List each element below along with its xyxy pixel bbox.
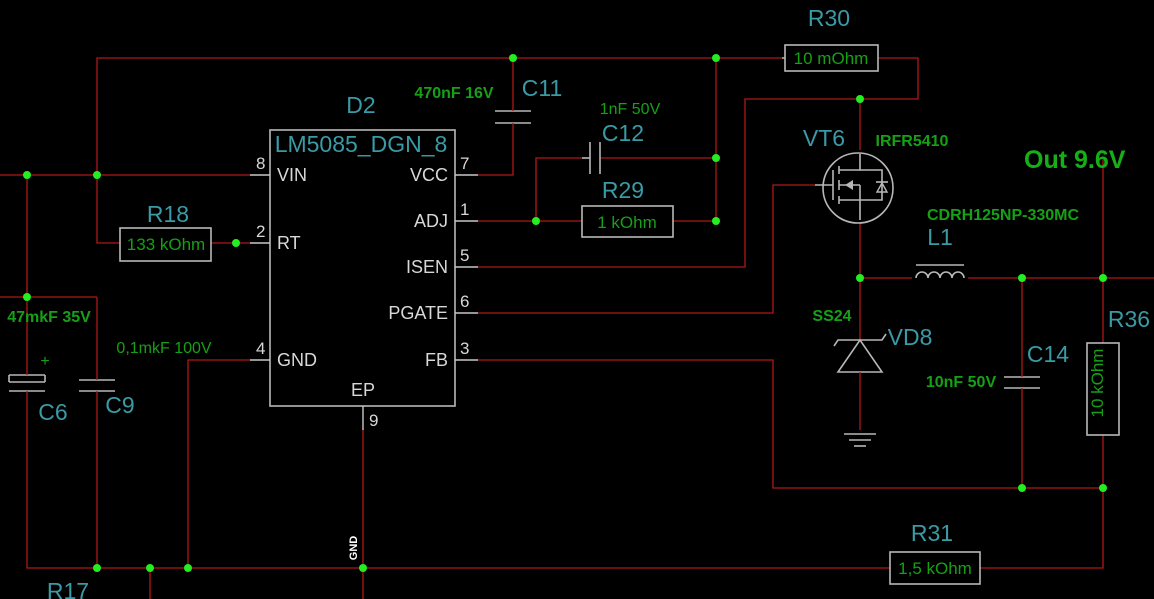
junction-dot [1099,484,1107,492]
r18-value: 133 kOhm [127,235,205,254]
diode-vd8[interactable]: VD8 SS24 [812,308,932,385]
resistor-r18[interactable]: R18 133 kOhm [119,201,212,262]
r29-value: 1 kOhm [597,213,657,232]
resistor-r30[interactable]: R30 10 mOhm [782,5,879,72]
ic-part-name: LM5085_DGN_8 [275,131,448,157]
junction-dot [1099,274,1107,282]
r17-ref: R17 [47,578,89,599]
pin-num-adj: 1 [460,200,469,219]
junction-dot [1018,274,1026,282]
output-label: Out 9.6V [1024,146,1126,174]
junctions [23,54,1107,572]
pin-name-adj: ADJ [414,211,448,231]
c11-ref: C11 [522,75,563,101]
r30-value: 10 mOhm [794,49,869,68]
c12-value: 1nF 50V [600,101,661,118]
pin-name-vin: VIN [277,165,307,185]
capacitor-c11[interactable]: C11 470nF 16V [414,75,562,138]
l1-ref: L1 [927,224,953,250]
l1-value: CDRH125NP-330MC [927,207,1079,224]
capacitor-c12[interactable]: C12 1nF 50V [582,101,661,174]
junction-dot [146,564,154,572]
pin-num-fb: 3 [460,339,469,358]
ic-lm5085[interactable]: D2 LM5085_DGN_8 8 VIN 2 RT 4 GND 7 VCC 1… [250,92,478,430]
transistor-vt6[interactable]: VT6 IRFR5410 [803,125,949,224]
c11-value: 470nF 16V [414,85,493,102]
junction-dot [184,564,192,572]
pin-name-isen: ISEN [406,257,448,277]
c12-ref: C12 [602,120,644,146]
pin-name-gnd: GND [277,350,317,370]
junction-dot [856,274,864,282]
pin-name-pgate: PGATE [388,303,448,323]
c9-ref: C9 [105,392,134,418]
pin-name-vcc: VCC [410,165,448,185]
capacitor-c6[interactable]: + C6 47mkF 35V [7,309,91,425]
c6-polarity: + [40,353,49,370]
vt6-value: IRFR5410 [876,133,949,150]
r18-ref: R18 [147,201,189,227]
resistor-r31[interactable]: R31 1,5 kOhm [889,520,981,585]
junction-dot [232,239,240,247]
r31-ref: R31 [911,520,953,546]
junction-dot [712,154,720,162]
c6-value: 47mkF 35V [7,309,91,326]
inductor-l1[interactable]: L1 CDRH125NP-330MC [915,207,1079,279]
resistor-r29[interactable]: R29 1 kOhm [581,177,674,238]
pin-name-fb: FB [425,350,448,370]
junction-dot [712,54,720,62]
junction-dot [509,54,517,62]
junction-dot [532,217,540,225]
pin-name-ep: EP [351,380,375,400]
pin-num-vin: 8 [256,154,265,173]
r36-value: 10 kOhm [1088,349,1107,418]
junction-dot [93,171,101,179]
pin-num-isen: 5 [460,246,469,265]
pin-num-gnd: 4 [256,339,265,358]
junction-dot [856,95,864,103]
pin-name-rt: RT [277,233,301,253]
vd8-ref: VD8 [888,324,933,350]
resistor-r36[interactable]: R36 10 kOhm [1086,306,1150,436]
pin-num-pgate: 6 [460,292,469,311]
c14-ref: C14 [1027,341,1069,367]
r31-value: 1,5 kOhm [898,559,972,578]
r30-ref: R30 [808,5,850,31]
junction-dot [712,217,720,225]
pin-num-rt: 2 [256,222,265,241]
gnd-net-label: GND [348,536,360,561]
r36-ref: R36 [1108,306,1150,332]
ic-ref: D2 [346,92,375,118]
junction-dot [23,293,31,301]
junction-dot [359,564,367,572]
junction-dot [23,171,31,179]
capacitor-c14[interactable]: C14 10nF 50V [926,341,1069,392]
ground-symbol [844,433,876,447]
vd8-value: SS24 [812,308,851,325]
c6-ref: C6 [38,399,67,425]
c9-value: 0,1mkF 100V [116,340,211,357]
junction-dot [1018,484,1026,492]
capacitor-c9[interactable]: C9 0,1mkF 100V [79,340,212,418]
pin-num-vcc: 7 [460,154,469,173]
pin-num-ep: 9 [369,411,378,430]
wires [0,57,1154,599]
r29-ref: R29 [602,177,644,203]
c14-value: 10nF 50V [926,374,997,391]
vt6-ref: VT6 [803,125,845,151]
junction-dot [93,564,101,572]
